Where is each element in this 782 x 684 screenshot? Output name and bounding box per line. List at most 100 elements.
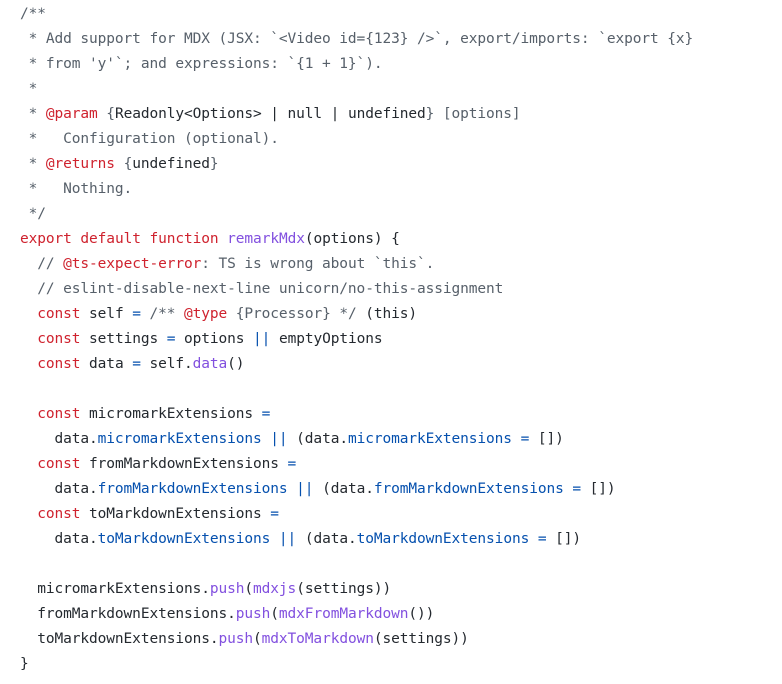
code-token-comment: * (20, 81, 38, 97)
code-token-plain: micromarkExtensions (80, 406, 262, 422)
code-token-plain: data. (20, 531, 98, 547)
code-token-func: mdxFromMarkdown (278, 606, 409, 622)
code-token-plain: (options) { (304, 231, 400, 247)
code-token-plain (288, 481, 297, 497)
code-token-func: push (209, 581, 245, 597)
code-token-comment: } [options] (425, 106, 521, 122)
code-token-prop: micromarkExtensions (347, 431, 512, 447)
code-token-op: = (520, 431, 530, 447)
code-line: /** (20, 2, 782, 27)
code-token-plain: ( (244, 581, 254, 597)
code-token-op: = (270, 506, 279, 522)
code-line: * (20, 77, 782, 102)
code-token-tag: @ts-expect-error (63, 256, 202, 272)
code-token-plain: data. (20, 431, 98, 447)
code-token-plain: settings (80, 331, 167, 347)
code-token-comment: { (114, 156, 133, 172)
code-line: data.fromMarkdownExtensions || (data.fro… (20, 477, 782, 502)
code-line: // eslint-disable-next-line unicorn/no-t… (20, 277, 782, 302)
code-token-plain (20, 306, 37, 322)
code-line: const data = self.data() (20, 352, 782, 377)
code-token-plain (512, 431, 521, 447)
code-line: // @ts-expect-error: TS is wrong about `… (20, 252, 782, 277)
code-token-op: = (261, 406, 271, 422)
code-token-op: = (287, 456, 297, 472)
code-token-plain: undefined (132, 156, 210, 172)
code-token-plain: ()) (408, 606, 435, 622)
code-token-plain: toMarkdownExtensions. (20, 631, 219, 647)
code-token-tag: @type (184, 306, 228, 322)
code-token-op: || (278, 531, 297, 547)
code-token-keyword: function (149, 231, 219, 247)
code-token-plain (20, 456, 37, 472)
code-token-op: = (132, 306, 141, 322)
code-token-plain: fromMarkdownExtensions. (20, 606, 236, 622)
code-token-plain: data (80, 356, 133, 372)
code-line: const self = /** @type {Processor} */ (t… (20, 302, 782, 327)
code-token-plain: options (175, 331, 254, 347)
code-token-op: = (132, 356, 141, 372)
code-token-plain (219, 231, 228, 247)
code-line: } (20, 652, 782, 677)
code-token-plain: ( (270, 606, 279, 622)
code-token-plain: []) (546, 531, 582, 547)
code-token-plain: (data. (313, 481, 374, 497)
code-token-plain (20, 406, 37, 422)
code-token-comment: } (209, 156, 219, 172)
code-line: * Configuration (optional). (20, 127, 782, 152)
code-token-keyword: const (37, 506, 81, 522)
code-token-plain: () (227, 356, 245, 372)
code-line: data.micromarkExtensions || (data.microm… (20, 427, 782, 452)
code-token-plain: } (20, 656, 29, 672)
code-token-prop: fromMarkdownExtensions (97, 481, 288, 497)
code-token-plain: []) (529, 431, 564, 447)
code-token-comment: * (20, 106, 46, 122)
code-token-keyword: const (37, 406, 81, 422)
code-token-plain: emptyOptions (270, 331, 383, 347)
code-token-plain: self. (140, 356, 193, 372)
code-token-comment: { (97, 106, 115, 122)
code-token-prop: micromarkExtensions (97, 431, 262, 447)
code-token-plain: (this) (356, 306, 418, 322)
code-token-plain (262, 431, 271, 447)
code-token-keyword: const (37, 356, 81, 372)
code-token-plain (20, 356, 37, 372)
code-token-op: = (166, 331, 176, 347)
code-token-tag: @param (45, 106, 98, 122)
code-token-comment: * (20, 156, 46, 172)
code-line: * from 'y'`; and expressions: `{1 + 1}`)… (20, 52, 782, 77)
code-token-plain: ( (253, 631, 262, 647)
code-token-plain: micromarkExtensions. (20, 581, 210, 597)
code-token-comment: */ (20, 206, 46, 222)
code-token-comment: * Nothing. (20, 181, 133, 197)
code-token-comment: * Add support for MDX (JSX: `<Video id={… (20, 31, 694, 47)
code-token-comment: {Processor} */ (227, 306, 357, 322)
code-line: * Add support for MDX (JSX: `<Video id={… (20, 27, 782, 52)
code-line: export default function remarkMdx(option… (20, 227, 782, 252)
code-line: micromarkExtensions.push(mdxjs(settings)… (20, 577, 782, 602)
code-token-comment: // (20, 256, 64, 272)
code-line: const settings = options || emptyOptions (20, 327, 782, 352)
code-line: const fromMarkdownExtensions = (20, 452, 782, 477)
code-token-prop: fromMarkdownExtensions (373, 481, 564, 497)
code-line: * @returns {undefined} (20, 152, 782, 177)
code-token-func: push (218, 631, 254, 647)
code-token-prop: toMarkdownExtensions (356, 531, 530, 547)
code-line: * Nothing. (20, 177, 782, 202)
code-token-plain: (settings)) (296, 581, 392, 597)
code-token-func: data (192, 356, 228, 372)
code-token-op: = (572, 481, 581, 497)
code-token-plain: self (80, 306, 133, 322)
code-token-keyword: const (37, 306, 81, 322)
code-token-plain (270, 531, 279, 547)
code-token-plain (20, 506, 37, 522)
code-token-func: mdxToMarkdown (261, 631, 374, 647)
code-token-func: push (235, 606, 271, 622)
code-token-comment: // eslint-disable-next-line unicorn/no-t… (20, 281, 504, 297)
code-token-comment: * from 'y'`; and expressions: `{1 + 1}`)… (20, 56, 383, 72)
code-token-op: || (296, 481, 314, 497)
code-token-plain: fromMarkdownExtensions (80, 456, 288, 472)
code-token-plain: data. (20, 481, 98, 497)
code-token-keyword: const (37, 456, 81, 472)
